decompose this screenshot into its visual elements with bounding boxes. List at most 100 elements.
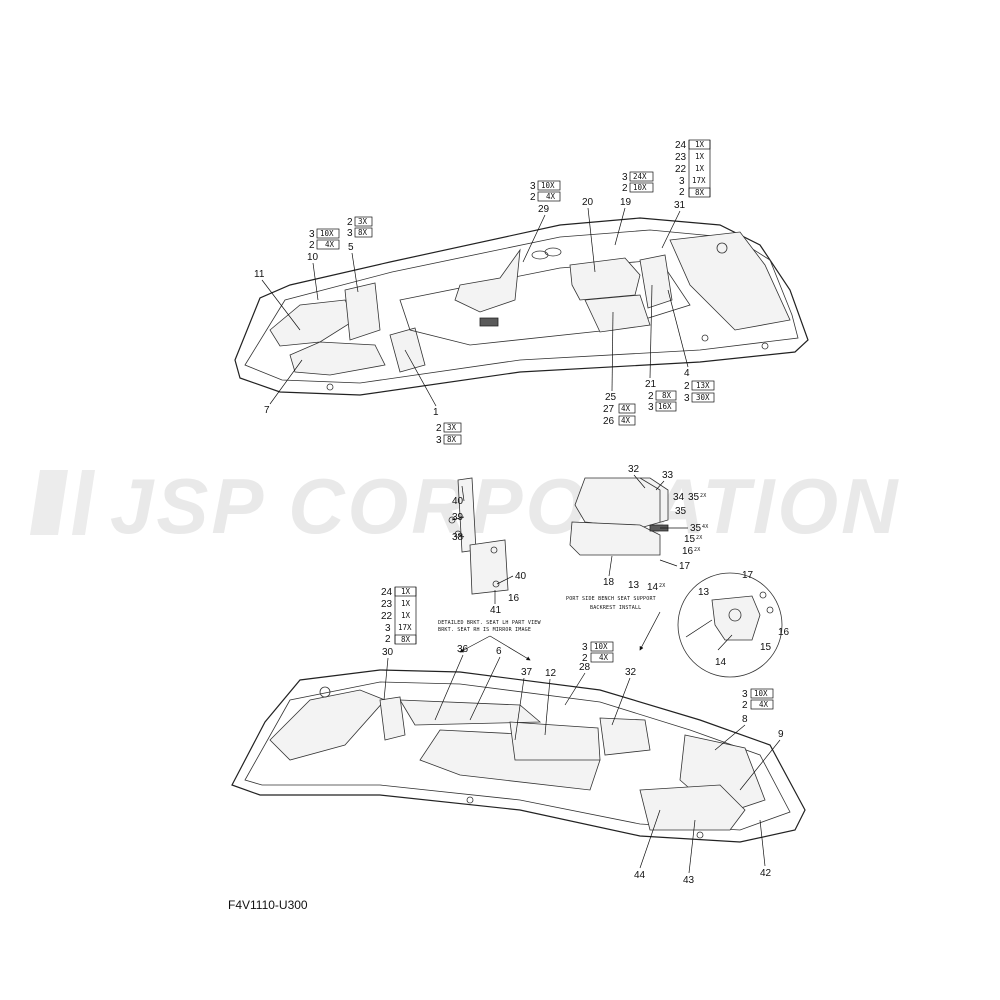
svg-text:15: 15	[760, 642, 772, 653]
svg-text:22: 22	[381, 611, 393, 622]
callout-7: 7	[264, 405, 270, 416]
svg-text:26: 26	[603, 416, 615, 427]
svg-text:3: 3	[309, 229, 315, 240]
svg-text:4X: 4X	[759, 700, 769, 709]
svg-text:3: 3	[679, 176, 685, 187]
svg-text:2X: 2X	[700, 493, 706, 499]
notes: DETAILED BRKT. SEAT LH PART VIEW BRKT. S…	[438, 596, 661, 661]
callout-19: 19	[620, 197, 632, 208]
svg-text:13: 13	[698, 587, 710, 598]
svg-text:4X: 4X	[325, 240, 335, 249]
qty-group-bottom-30: 24 1X 23 1X 22 1X 3 17X 2 8X	[381, 586, 417, 645]
svg-text:35: 35	[690, 523, 702, 534]
svg-text:13: 13	[628, 580, 640, 591]
svg-text:33: 33	[662, 470, 674, 481]
svg-text:8X: 8X	[695, 188, 705, 197]
deck-top-view	[234, 217, 809, 396]
svg-text:16: 16	[682, 546, 694, 557]
svg-text:12: 12	[545, 668, 557, 679]
callout-10: 10	[307, 252, 319, 263]
svg-text:6: 6	[496, 646, 502, 657]
callout-11: 11	[254, 269, 265, 280]
svg-text:9: 9	[778, 729, 784, 740]
svg-text:27: 27	[603, 404, 615, 415]
deck-bottom-view	[231, 669, 806, 843]
svg-text:39: 39	[452, 512, 464, 523]
svg-text:24: 24	[381, 587, 393, 598]
svg-text:3: 3	[530, 181, 536, 192]
svg-text:10X: 10X	[594, 642, 608, 651]
svg-text:42: 42	[760, 868, 772, 879]
svg-text:3: 3	[347, 228, 353, 239]
svg-text:10X: 10X	[633, 183, 647, 192]
svg-text:37: 37	[521, 667, 533, 678]
qty-group-top-25: 27 4X 26 4X	[603, 403, 636, 427]
svg-text:24X: 24X	[633, 172, 647, 181]
callout-4: 4	[684, 368, 690, 379]
svg-text:36: 36	[457, 644, 469, 655]
svg-text:2: 2	[679, 187, 685, 198]
svg-text:41: 41	[490, 605, 502, 616]
svg-text:35: 35	[688, 492, 700, 503]
svg-text:2: 2	[648, 391, 654, 402]
svg-text:32: 32	[625, 667, 637, 678]
svg-text:43: 43	[683, 875, 695, 886]
svg-text:14: 14	[715, 657, 727, 668]
svg-text:15: 15	[684, 534, 696, 545]
callout-5: 5	[348, 242, 354, 253]
qty-group-top-31: 24 1X 23 1X 22 1X 3 17X 2 8X	[675, 139, 711, 198]
callout-20: 20	[582, 197, 594, 208]
svg-text:4X: 4X	[621, 404, 631, 413]
svg-text:8X: 8X	[662, 391, 672, 400]
svg-text:10X: 10X	[754, 689, 768, 698]
qty-group-top-19: 3 24X 2 10X	[622, 171, 654, 194]
mid-callouts: 32 33 34 35 2X 35 35 4X 15 2X 16 2X 17 1…	[451, 464, 790, 668]
svg-text:18: 18	[603, 577, 615, 588]
svg-text:10X: 10X	[320, 229, 334, 238]
qty-group-top-5: 2 3X 3 8X	[347, 216, 373, 239]
svg-text:17: 17	[679, 561, 691, 572]
qty-group-top-29: 3 10X 2 4X	[530, 180, 561, 203]
svg-text:2: 2	[385, 634, 391, 645]
svg-text:10X: 10X	[541, 181, 555, 190]
svg-text:2: 2	[742, 700, 748, 711]
detail-circle	[677, 572, 783, 678]
svg-text:3: 3	[648, 402, 654, 413]
svg-text:DETAILED BRKT. SEAT LH PART VI: DETAILED BRKT. SEAT LH PART VIEW	[438, 620, 542, 626]
svg-text:2: 2	[347, 217, 353, 228]
svg-text:40: 40	[515, 571, 527, 582]
callout-25: 25	[605, 392, 617, 403]
watermark-text: JSP CORPORATION	[110, 462, 900, 550]
svg-text:24: 24	[675, 140, 687, 151]
svg-text:8X: 8X	[401, 635, 411, 644]
svg-text:1X: 1X	[695, 164, 705, 173]
svg-text:2X: 2X	[694, 547, 700, 553]
qty-group-top-left: 3 10X 2 4X	[309, 228, 340, 251]
svg-text:2X: 2X	[659, 583, 665, 589]
svg-text:3: 3	[742, 689, 748, 700]
svg-text:PORT SIDE BENCH SEAT SUPPORT: PORT SIDE BENCH SEAT SUPPORT	[566, 596, 656, 602]
svg-text:2X: 2X	[696, 535, 702, 541]
svg-text:2: 2	[622, 183, 628, 194]
svg-text:4X: 4X	[702, 524, 708, 530]
svg-text:1X: 1X	[695, 152, 705, 161]
svg-text:40: 40	[452, 496, 464, 507]
svg-text:16: 16	[778, 627, 790, 638]
svg-text:1X: 1X	[401, 587, 411, 596]
svg-text:3X: 3X	[358, 217, 368, 226]
svg-text:30: 30	[382, 647, 394, 658]
svg-text:2: 2	[684, 381, 690, 392]
svg-text:22: 22	[675, 164, 687, 175]
svg-text:17: 17	[742, 570, 754, 581]
watermark: JSP CORPORATION	[30, 462, 900, 550]
qty-group-top-1: 2 3X 3 8X	[436, 422, 462, 446]
qty-group-bottom-28: 3 10X 2 4X	[582, 641, 614, 664]
callout-29: 29	[538, 204, 550, 215]
svg-text:BACKREST INSTALL: BACKREST INSTALL	[590, 605, 641, 611]
svg-text:30X: 30X	[696, 393, 710, 402]
svg-text:2: 2	[530, 192, 536, 203]
svg-text:2: 2	[309, 240, 315, 251]
callout-21: 21	[645, 379, 657, 390]
svg-text:35: 35	[675, 506, 687, 517]
part-number: F4V1110-U300	[228, 898, 308, 912]
